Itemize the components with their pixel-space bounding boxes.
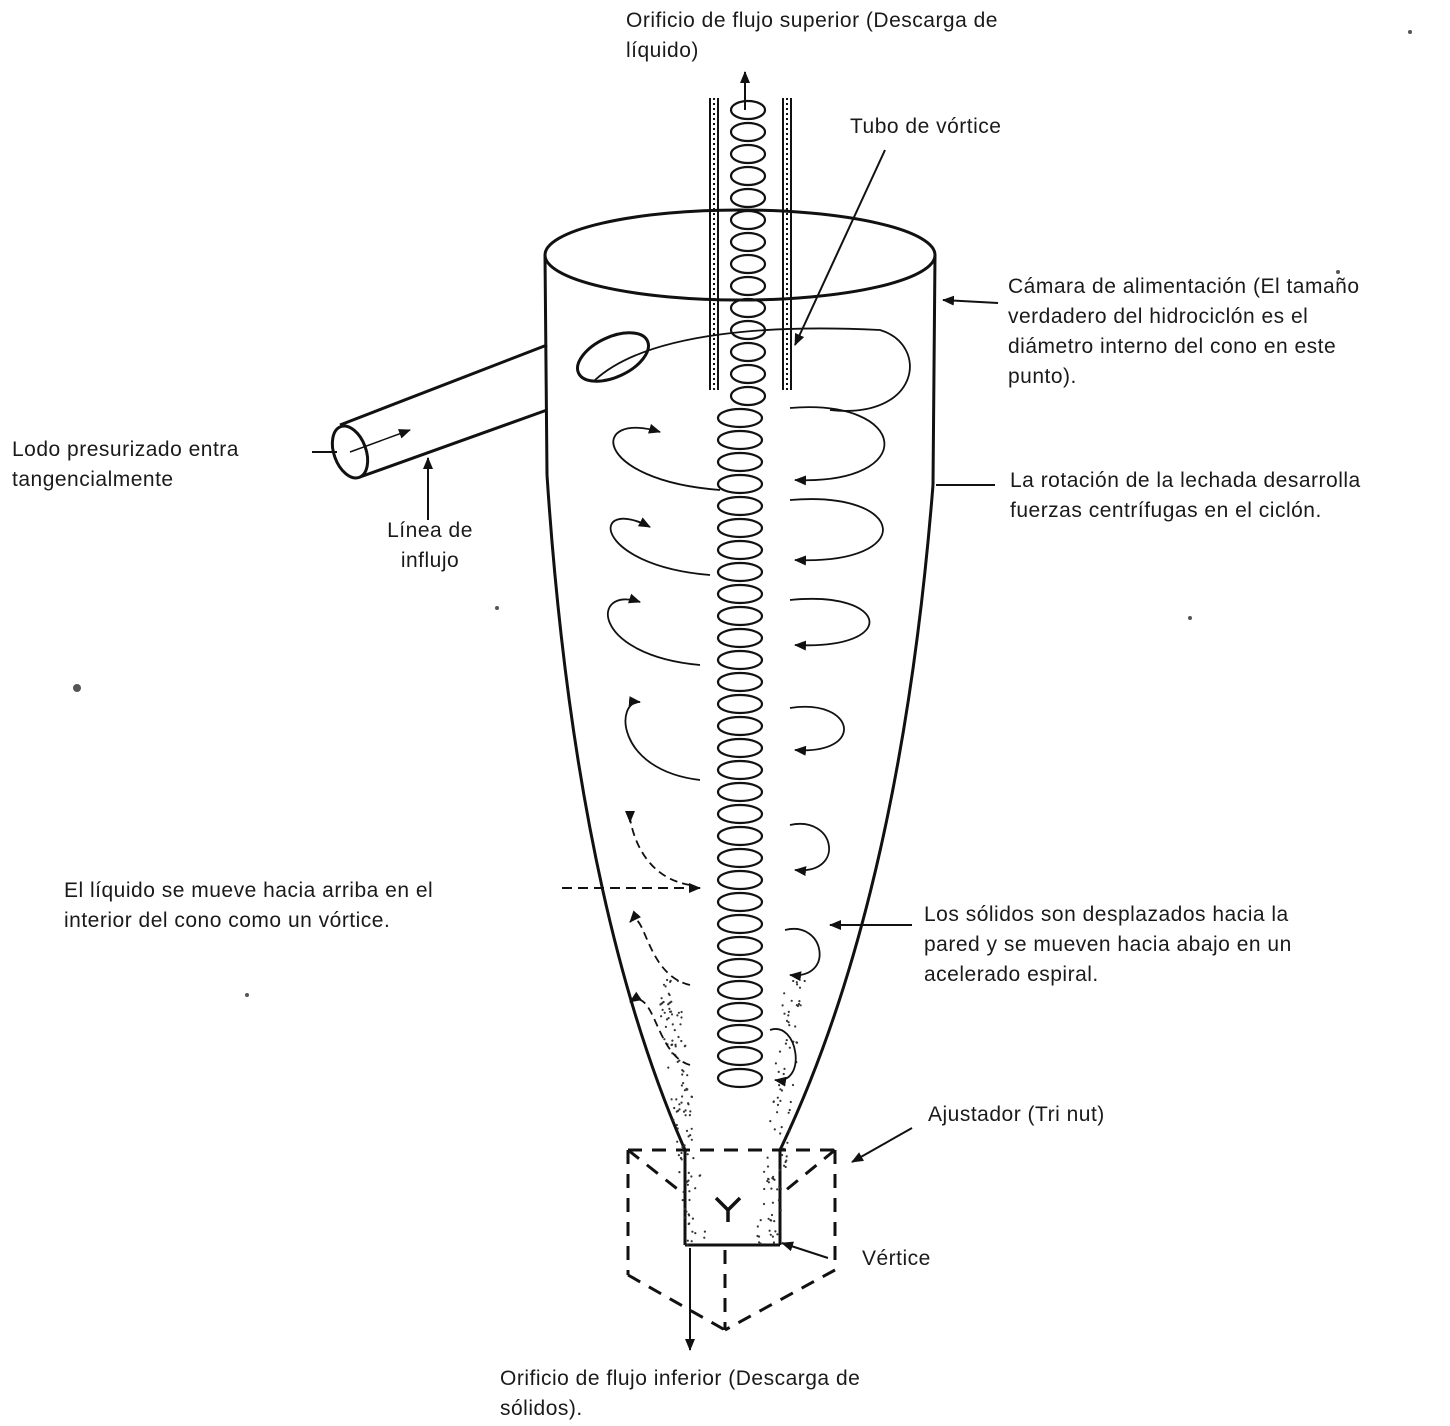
coil-loop (718, 1003, 762, 1021)
cylinder-wall-left (545, 255, 547, 475)
outer-spiral-left (630, 819, 690, 885)
coil-loop (731, 167, 765, 185)
label-vortex-tube: Tubo de vórtice (850, 112, 1001, 142)
outer-spiral-right (785, 929, 820, 975)
coil-loop (718, 915, 762, 933)
coil-loop (718, 871, 762, 889)
coil-loop (731, 233, 765, 251)
coil-loop (718, 607, 762, 625)
coil-loop (718, 805, 762, 823)
outer-spiral-right (790, 707, 844, 750)
coil-loop (718, 959, 762, 977)
label-adjuster: Ajustador (Tri nut) (928, 1100, 1105, 1130)
label-liquid-up: El líquido se mueve hacia arriba en el i… (64, 876, 433, 936)
label-inlet-line: Línea de influjo (370, 516, 490, 576)
label-bottom-outlet: Orificio de flujo inferior (Descarga de … (500, 1364, 860, 1424)
coil-loop (718, 563, 762, 581)
coil-loop (718, 695, 762, 713)
coil-loop (718, 541, 762, 559)
label-solids-down: Los sólidos son desplazados hacia la par… (924, 900, 1292, 990)
coil-loop (718, 1069, 762, 1087)
coil-loop (731, 255, 765, 273)
inlet-pipe (326, 323, 910, 483)
cylinder-wall-right (933, 255, 935, 485)
liquid-vortex-coil (718, 101, 765, 1087)
label-apex: Vértice (862, 1244, 931, 1274)
coil-loop (718, 717, 762, 735)
coil-loop (718, 1047, 762, 1065)
outer-spiral-left (626, 702, 700, 780)
coil-loop (731, 277, 765, 295)
coil-loop (718, 431, 762, 449)
label-top-outlet: Orificio de flujo superior (Descarga de … (626, 6, 998, 66)
outer-spiral-right (790, 824, 829, 870)
coil-loop (718, 629, 762, 647)
coil-loop (718, 893, 762, 911)
coil-loop (718, 739, 762, 757)
coil-loop (731, 299, 765, 317)
coil-loop (718, 1025, 762, 1043)
coil-loop (731, 387, 765, 405)
outer-spiral-left (613, 428, 720, 490)
apex-symbol (716, 1198, 740, 1222)
outer-spiral-right (790, 407, 884, 480)
coil-loop (718, 827, 762, 845)
coil-loop (718, 673, 762, 691)
outer-spiral-left (608, 599, 700, 665)
coil-loop (718, 849, 762, 867)
coil-loop (731, 145, 765, 163)
cone-wall-left (547, 475, 685, 1150)
coil-loop (718, 453, 762, 471)
tri-nut-adjuster (628, 1150, 835, 1330)
coil-loop (718, 409, 762, 427)
coil-loop (731, 189, 765, 207)
coil-loop (731, 365, 765, 383)
outer-spiral-right (770, 1029, 796, 1080)
outer-spiral-right (790, 499, 883, 560)
leader-lines (312, 150, 998, 1258)
coil-loop (731, 101, 765, 119)
coil-loop (718, 981, 762, 999)
outer-spiral-left (630, 999, 690, 1065)
coil-loop (718, 497, 762, 515)
label-feed-chamber: Cámara de alimentación (El tamaño verdad… (1008, 272, 1360, 392)
coil-loop (718, 761, 762, 779)
inlet-port (570, 323, 656, 391)
coil-loop (718, 585, 762, 603)
coil-loop (718, 519, 762, 537)
outer-spiral-left (611, 519, 710, 575)
slurry-spiral-flow (608, 407, 885, 1080)
coil-loop (718, 475, 762, 493)
coil-loop (718, 651, 762, 669)
coil-loop (718, 783, 762, 801)
coil-loop (731, 343, 765, 361)
cone-wall-right (780, 485, 933, 1150)
coil-loop (718, 937, 762, 955)
outer-spiral-left (630, 919, 690, 985)
label-rotation: La rotación de la lechada desarrolla fue… (1010, 466, 1361, 526)
coil-loop (731, 123, 765, 141)
label-inlet-slurry: Lodo presurizado entra tangencialmente (12, 435, 239, 495)
coil-loop (731, 211, 765, 229)
outer-spiral-right (790, 599, 869, 645)
